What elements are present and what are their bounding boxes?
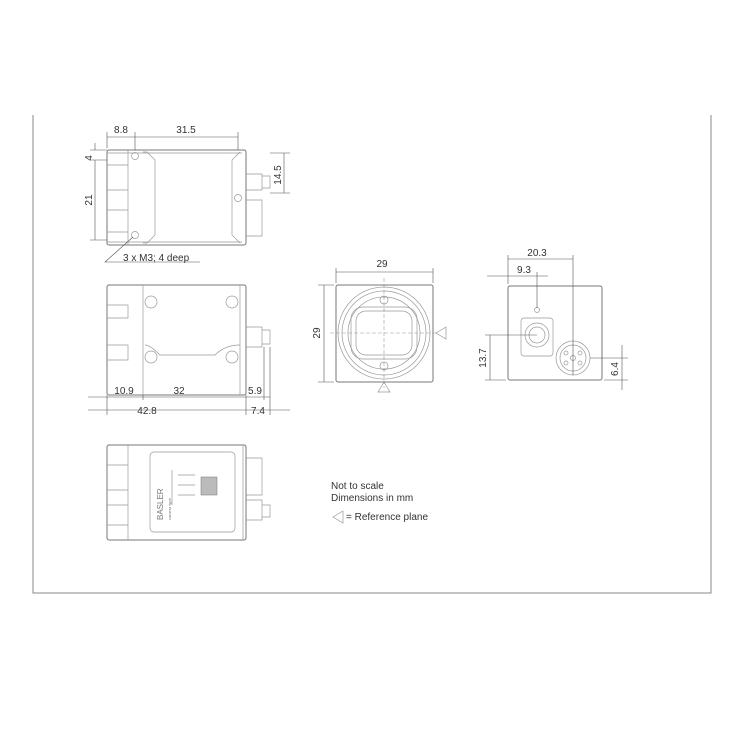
front-view: 29 29 [312,259,447,393]
drawing-frame [32,115,712,594]
notes: Not to scale Dimensions in mm = Referenc… [331,481,428,524]
thread-note: 3 x M3; 4 deep [123,253,190,264]
brand-logo: BASLER [156,488,165,520]
dim-7-4: 7.4 [251,406,265,417]
dim-8-8: 8.8 [114,125,128,136]
back-view: 20.3 9.3 13.7 6.4 [478,248,628,390]
dim-9-3: 9.3 [517,265,531,276]
dim-21: 21 [84,194,95,206]
dim-13-7: 13.7 [478,348,489,368]
dim-14-5: 14.5 [273,165,284,185]
note-reference-plane: = Reference plane [346,512,428,523]
qr-code [200,476,218,496]
dim-42-8: 42.8 [137,406,157,417]
bottom-view: BASLER camera type [106,444,271,541]
dim-4: 4 [84,155,95,161]
dim-10-9: 10.9 [114,386,134,397]
dim-32: 32 [173,386,185,397]
dim-front-height: 29 [312,327,323,339]
label-subtitle: camera type [167,497,172,520]
note-units: Dimensions in mm [331,493,413,504]
note-scale: Not to scale [331,481,384,492]
dim-20-3: 20.3 [527,248,547,259]
side-view: 10.9 32 5.9 42.8 7.4 [88,284,290,417]
top-view: 8.8 31.5 4 21 14.5 3 x M3; 4 deep [84,125,290,264]
dim-5-9: 5.9 [248,386,262,397]
dim-31-5: 31.5 [176,125,196,136]
dim-6-4: 6.4 [610,362,621,376]
reference-plane-icon [332,510,344,524]
dim-front-width: 29 [376,259,388,270]
